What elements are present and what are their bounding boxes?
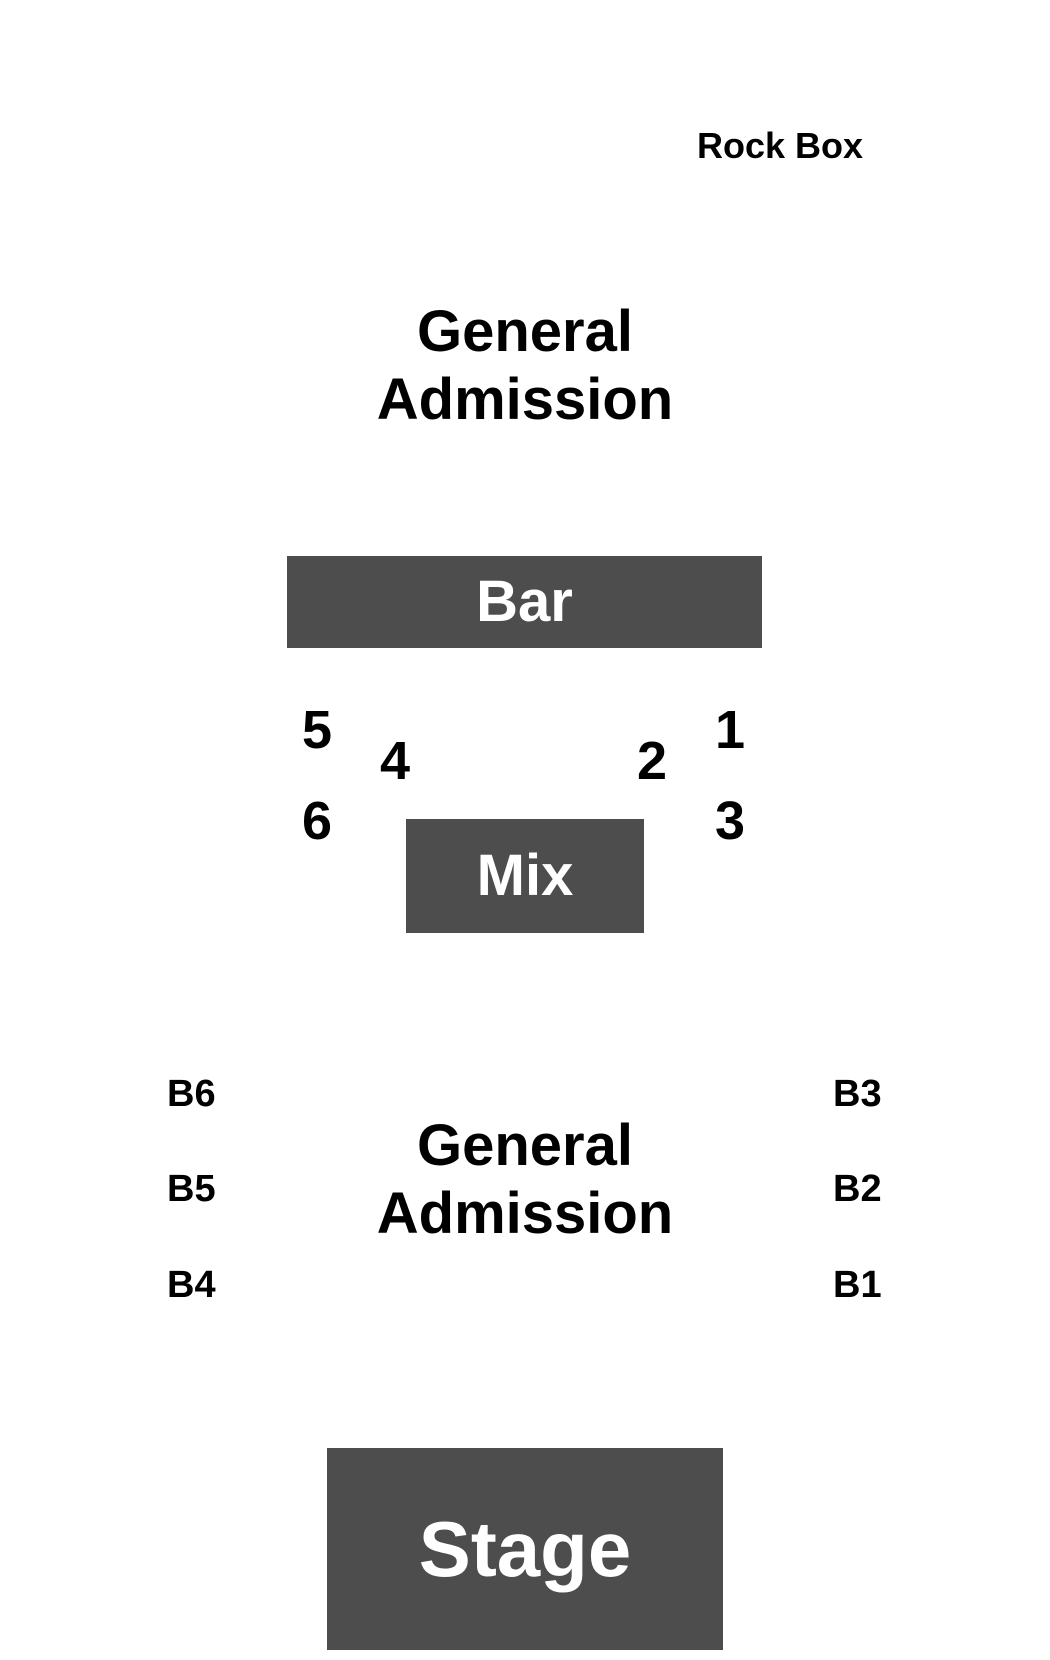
booth-b2[interactable]: B2: [833, 1168, 882, 1210]
stage-label: Stage: [418, 1505, 632, 1593]
table-4[interactable]: 4: [380, 731, 411, 791]
table-2[interactable]: 2: [637, 731, 668, 791]
ga-lower-line1: General: [417, 1113, 633, 1178]
section-general-admission-lower[interactable]: General Admission: [300, 1112, 750, 1248]
booth-b5[interactable]: B5: [167, 1168, 216, 1210]
area-bar: Bar: [287, 556, 762, 648]
booth-b6[interactable]: B6: [167, 1073, 216, 1115]
table-5[interactable]: 5: [302, 700, 333, 760]
mix-label: Mix: [476, 843, 574, 908]
booth-b1[interactable]: B1: [833, 1264, 882, 1306]
booth-b3[interactable]: B3: [833, 1073, 882, 1115]
ga-upper-line2: Admission: [376, 367, 674, 432]
table-1[interactable]: 1: [715, 700, 746, 760]
area-stage: Stage: [327, 1448, 723, 1650]
booth-b4[interactable]: B4: [167, 1264, 216, 1306]
ga-lower-line2: Admission: [376, 1181, 674, 1246]
bar-label: Bar: [476, 569, 573, 634]
area-mix: Mix: [406, 819, 644, 933]
section-rock-box[interactable]: Rock Box: [697, 125, 864, 166]
ga-upper-line1: General: [417, 299, 633, 364]
section-general-admission-upper[interactable]: General Admission: [300, 298, 750, 434]
table-6[interactable]: 6: [302, 791, 333, 851]
table-3[interactable]: 3: [715, 791, 746, 851]
